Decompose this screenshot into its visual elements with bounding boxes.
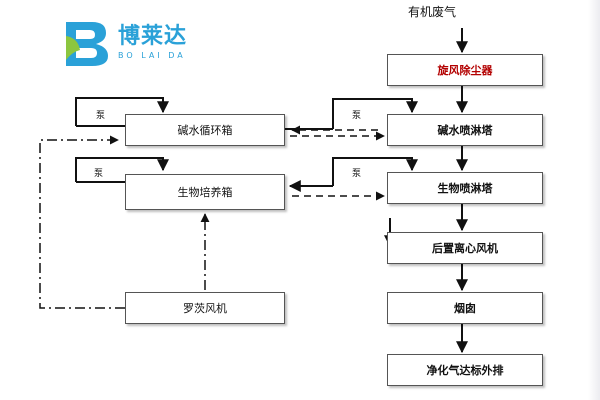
cyclone-box: 旋风除尘器 [387,54,543,86]
pump-label-3: 泵 [94,169,104,179]
brand-name-cn: 博莱达 [118,24,188,49]
chimney-box: 烟囱 [387,292,543,324]
pump-label-2: 泵 [352,111,362,121]
page-edge-shade [588,0,600,400]
bio-tower-box: 生物喷淋塔 [387,172,543,204]
output-box: 净化气达标外排 [387,354,543,386]
input-gas-label: 有机废气 [408,5,457,19]
logo-mark-icon [66,22,108,66]
roots-blower-box: 罗茨风机 [125,292,285,324]
bio-tank-box: 生物培养箱 [125,174,285,210]
pump-loop-alkali-left [75,97,169,118]
alkali-tank-box: 碱水循环箱 [125,114,285,146]
fan-box: 后置离心风机 [387,232,543,264]
alkali-tower-box: 碱水喷淋塔 [387,114,543,146]
pump-loop-bio-right [332,157,418,186]
air-line-roots-to-alkali [39,135,125,309]
pump-label-1: 泵 [96,111,106,121]
brand-name-en: BO LAI DA [118,51,186,60]
pump-label-4: 泵 [352,169,362,179]
pump-loop-alkali-right [332,98,418,129]
pump-loop-bio-left [75,157,169,175]
